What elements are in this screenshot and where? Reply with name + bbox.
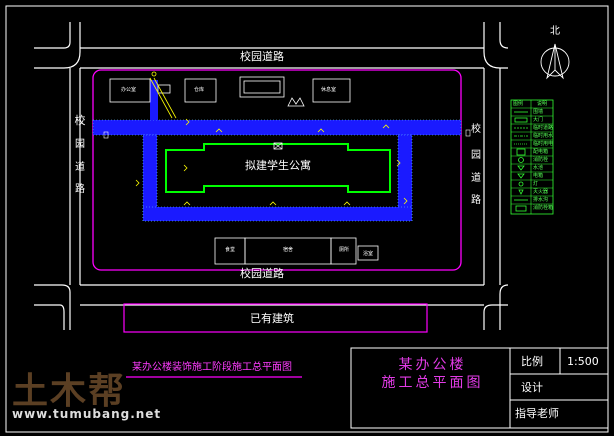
legend-item: 临时道路 bbox=[533, 125, 554, 131]
office-label: 办公室 bbox=[121, 87, 137, 93]
watermark-url: www.tumubang.net bbox=[12, 407, 162, 421]
drawing-frame bbox=[5, 5, 609, 433]
road-label-left-4: 路 bbox=[75, 184, 85, 195]
site-symbols bbox=[135, 71, 408, 206]
legend-item: 消防栓 bbox=[533, 157, 549, 163]
bathroom-label: 浴室 bbox=[363, 251, 374, 257]
watermark-logo: 土木帮 bbox=[12, 371, 127, 412]
legend-header-desc: 说明 bbox=[537, 101, 548, 107]
legend-item: 配电箱 bbox=[533, 149, 549, 155]
canteen-label: 食堂 bbox=[225, 247, 236, 253]
road-label-right-2: 园 bbox=[471, 150, 481, 161]
title-block-grid bbox=[350, 347, 609, 429]
design-label: 设计 bbox=[521, 381, 543, 394]
dormitory-label: 宿舍 bbox=[283, 247, 294, 253]
scale-value: 1:500 bbox=[567, 355, 599, 368]
road-label-right-4: 路 bbox=[471, 195, 481, 206]
legend-item: 围墙 bbox=[533, 109, 544, 115]
legend-header-symbol: 图例 bbox=[513, 101, 524, 107]
toilet-label: 厕所 bbox=[339, 247, 350, 253]
legend-item: 电箱 bbox=[533, 173, 544, 179]
temp-buildings-bottom bbox=[214, 237, 379, 265]
site-boundary bbox=[92, 69, 462, 271]
legend-item: 临时用水 bbox=[533, 133, 554, 139]
stage-caption: 某办公楼装饰施工阶段施工总平面图 bbox=[132, 362, 292, 373]
existing-building-label: 已有建筑 bbox=[250, 312, 294, 325]
road-outlines bbox=[34, 22, 509, 330]
legend-item: 水池 bbox=[533, 165, 544, 171]
rest-room-label: 休息室 bbox=[321, 87, 337, 93]
north-arrow bbox=[540, 43, 570, 80]
legend-item: 消防栓箱 bbox=[533, 205, 554, 211]
teacher-label: 指导老师 bbox=[515, 407, 559, 420]
main-building-outline bbox=[165, 143, 391, 193]
scale-label: 比例 bbox=[521, 355, 543, 368]
legend-item: 临时用电 bbox=[533, 141, 554, 147]
existing-building-outline bbox=[123, 303, 428, 333]
road-label-left-1: 校 bbox=[74, 114, 86, 127]
road-label-bottom: 校园道路 bbox=[240, 267, 284, 280]
legend-item: 排水沟 bbox=[533, 197, 549, 203]
road-label-left-2: 园 bbox=[75, 139, 85, 150]
warehouse-label: 仓库 bbox=[194, 87, 205, 93]
road-label-top: 校园道路 bbox=[240, 50, 284, 63]
road-label-right-1: 校 bbox=[471, 124, 481, 135]
legend-item: 大门 bbox=[533, 117, 544, 123]
temporary-road bbox=[92, 80, 462, 222]
gate-symbol bbox=[273, 142, 283, 150]
legend-item: 灯 bbox=[533, 181, 539, 187]
north-label: 北 bbox=[550, 26, 560, 37]
main-building-label: 拟建学生公寓 bbox=[245, 159, 311, 172]
road-label-right-3: 道 bbox=[471, 173, 481, 184]
legend-item: 灭火器 bbox=[533, 189, 549, 195]
title-line-2: 施工总平面图 bbox=[381, 375, 484, 391]
title-line-1: 某办公楼 bbox=[398, 357, 467, 373]
road-label-left-3: 道 bbox=[75, 162, 85, 173]
legend-box bbox=[510, 99, 554, 215]
temp-buildings-top bbox=[109, 76, 351, 107]
